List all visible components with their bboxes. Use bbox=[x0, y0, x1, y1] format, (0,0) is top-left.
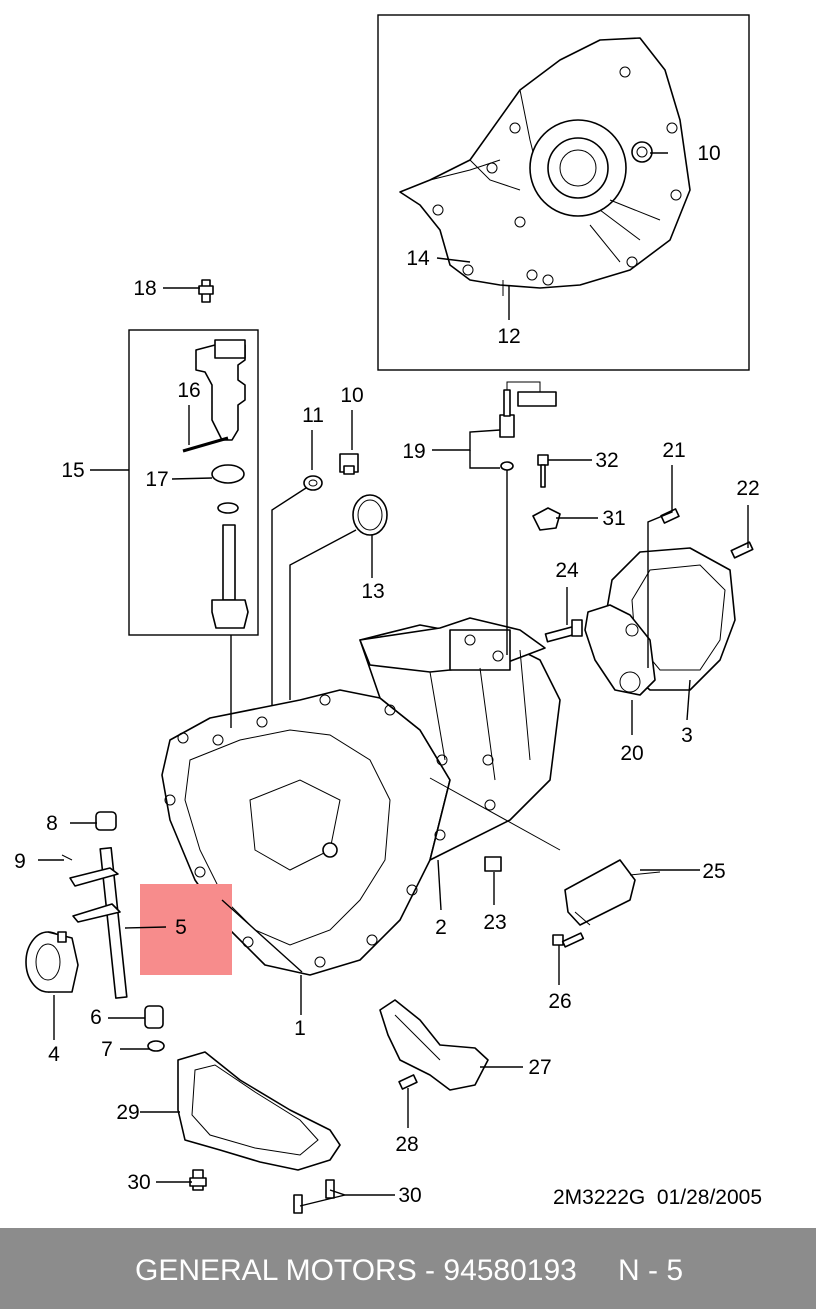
oil-seal-11 bbox=[303, 475, 323, 491]
fork-9 bbox=[69, 867, 119, 887]
bolt-32 bbox=[537, 454, 549, 488]
callout-16: 16 bbox=[177, 379, 200, 402]
driven-gear bbox=[211, 599, 249, 629]
inset-detail bbox=[377, 14, 750, 371]
parts-diagram: 1 2 3 4 5 6 7 8 9 10 10 11 12 13 14 15 1… bbox=[14, 14, 760, 1214]
callout-32: 32 bbox=[595, 449, 618, 472]
callout-12: 12 bbox=[497, 325, 520, 348]
callout-19: 19 bbox=[402, 440, 425, 463]
gasket-20 bbox=[584, 604, 656, 696]
drawing-stamp: 2M3222G 01/28/2005 bbox=[553, 1186, 762, 1210]
speed-sensor bbox=[195, 344, 246, 441]
callout-30a: 30 bbox=[127, 1171, 150, 1194]
speed-sensor-group bbox=[128, 329, 259, 636]
cover-29 bbox=[177, 1051, 341, 1171]
callout-20: 20 bbox=[620, 742, 643, 765]
plug-10 bbox=[339, 453, 359, 475]
callout-24: 24 bbox=[555, 559, 579, 582]
callout-29: 29 bbox=[116, 1101, 139, 1124]
cable-bracket-25 bbox=[564, 859, 661, 926]
callout-28: 28 bbox=[395, 1133, 418, 1156]
callout-31: 31 bbox=[602, 507, 625, 530]
callout-8: 8 bbox=[46, 812, 58, 835]
inset-bore-inner bbox=[547, 137, 609, 199]
callout-21: 21 bbox=[662, 439, 685, 462]
callout-10: 10 bbox=[340, 384, 363, 407]
bolts-30 bbox=[189, 1169, 335, 1214]
fork-shaft-5 bbox=[61, 811, 165, 1052]
inset-frame bbox=[377, 14, 750, 371]
bushing-8 bbox=[95, 811, 117, 831]
leader-lines bbox=[38, 152, 749, 1207]
callout-25: 25 bbox=[702, 860, 725, 883]
bolt-26 bbox=[552, 932, 585, 948]
callout-18: 18 bbox=[133, 277, 156, 300]
bolt-24 bbox=[544, 619, 583, 643]
o-ring-13 bbox=[352, 494, 388, 536]
footer-brand-partnumber: GENERAL MOTORS - 94580193 bbox=[135, 1254, 577, 1287]
footer-bar: GENERAL MOTORS - 94580193 N - 5 bbox=[0, 1228, 816, 1309]
o-ring-17 bbox=[211, 464, 245, 484]
callout-9: 9 bbox=[14, 850, 26, 873]
switch-19 bbox=[499, 381, 557, 471]
callout-labels: 1 2 3 4 5 6 7 8 9 10 10 11 12 13 14 15 1… bbox=[14, 142, 760, 1207]
callout-4: 4 bbox=[48, 1043, 60, 1066]
bolt-21 bbox=[660, 508, 680, 524]
callout-5: 5 bbox=[175, 916, 187, 939]
footer-page-ref: N - 5 bbox=[618, 1254, 684, 1287]
clip-7 bbox=[147, 1040, 165, 1052]
callout-22: 22 bbox=[736, 477, 759, 500]
callout-26: 26 bbox=[548, 990, 571, 1013]
sensor-frame bbox=[128, 329, 259, 636]
sensor-head bbox=[214, 339, 246, 359]
plug-23 bbox=[484, 856, 502, 872]
callout-23: 23 bbox=[483, 911, 506, 934]
callout-30b: 30 bbox=[398, 1184, 421, 1207]
callout-13: 13 bbox=[361, 580, 384, 603]
washer bbox=[217, 502, 239, 514]
case-boss bbox=[449, 629, 511, 671]
bracket-31 bbox=[532, 507, 561, 531]
drawing-code: 2M3222G bbox=[553, 1186, 646, 1209]
callout-14: 14 bbox=[406, 247, 430, 270]
driven-shaft bbox=[222, 524, 236, 601]
bolt-28 bbox=[398, 1074, 418, 1090]
callout-1: 1 bbox=[294, 1017, 306, 1040]
bracket-27 bbox=[379, 999, 489, 1091]
release-bearing-4 bbox=[25, 931, 79, 993]
callout-27: 27 bbox=[528, 1056, 551, 1079]
callout-15: 15 bbox=[61, 459, 84, 482]
bushing-6 bbox=[144, 1005, 164, 1029]
callout-2: 2 bbox=[435, 916, 447, 939]
clutch-housing-1 bbox=[161, 689, 451, 976]
transmission-case bbox=[161, 617, 561, 976]
bolt-18 bbox=[198, 279, 214, 303]
callout-3: 3 bbox=[681, 724, 693, 747]
callout-10-inset: 10 bbox=[697, 142, 720, 165]
callout-11: 11 bbox=[302, 404, 324, 427]
pin-16 bbox=[182, 436, 229, 453]
callout-17: 17 bbox=[145, 468, 168, 491]
drawing-date: 01/28/2005 bbox=[656, 1186, 763, 1209]
inset-plug bbox=[631, 141, 653, 163]
callout-7: 7 bbox=[101, 1038, 113, 1061]
highlight-part-5 bbox=[140, 884, 232, 975]
callout-6: 6 bbox=[90, 1006, 102, 1029]
bolt-22 bbox=[730, 541, 754, 559]
